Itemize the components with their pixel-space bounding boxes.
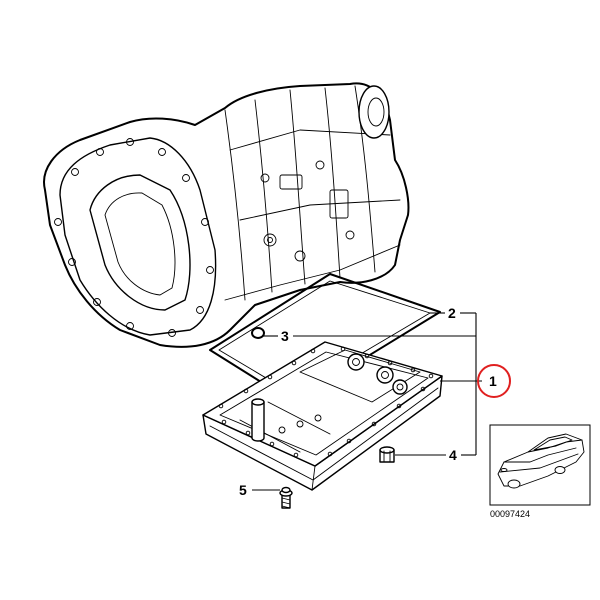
callout-leader-lines <box>252 312 482 491</box>
transmission-housing <box>43 82 410 348</box>
o-ring <box>251 327 265 339</box>
callout-1-highlight-ring <box>477 364 511 398</box>
car-thumbnail-icon <box>489 424 591 506</box>
reference-number: 00097424 <box>490 509 530 519</box>
callout-4[interactable]: 4 <box>449 447 457 463</box>
callout-3[interactable]: 3 <box>281 328 289 344</box>
drain-plug <box>379 446 395 463</box>
callout-5[interactable]: 5 <box>239 482 247 498</box>
pan-bolt <box>279 486 293 509</box>
callout-1[interactable]: 1 <box>489 373 497 389</box>
oil-pan <box>202 341 443 491</box>
callout-2[interactable]: 2 <box>448 305 456 321</box>
